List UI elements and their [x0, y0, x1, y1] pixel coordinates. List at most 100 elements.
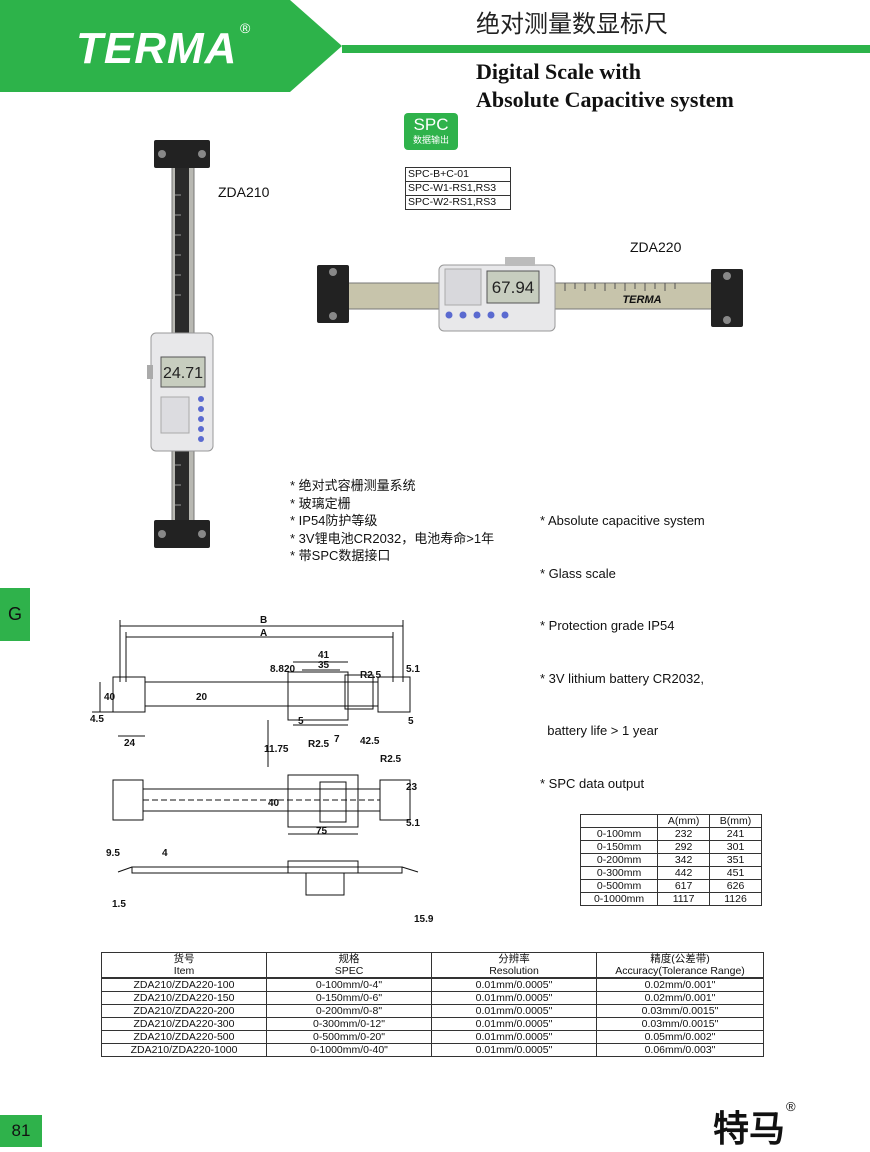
table-cell: 626 — [709, 879, 762, 893]
title-line-1: Digital Scale with — [476, 59, 641, 84]
zda210-product-image: 24.71 — [147, 140, 214, 548]
dim-label: R2.5 — [380, 754, 402, 765]
page-title-cn: 绝对测量数显标尺 — [476, 10, 668, 38]
table-cell: 0.01mm/0.0005" — [431, 1004, 597, 1018]
table-cell: ZDA210/ZDA220-500 — [101, 1030, 267, 1044]
table-cell: 0.02mm/0.001" — [596, 991, 764, 1005]
zda220-product-image: TERMA 67.94 — [317, 257, 743, 332]
table-cell: ZDA210/ZDA220-100 — [101, 977, 267, 992]
dim-label: 24 — [124, 738, 136, 749]
header-cn: 规格 — [338, 953, 360, 965]
dim-label: R2.5 — [360, 670, 382, 681]
dim-label: 23 — [406, 782, 418, 793]
table-cell: 0-150mm — [579, 840, 659, 854]
feature-en: * SPC data output — [540, 775, 645, 791]
table-header-cell: A(mm) — [657, 814, 711, 828]
header-cn: 货号 — [173, 953, 195, 965]
zda210-display-value: 24.71 — [163, 365, 203, 382]
features-cn: * 绝对式容栅测量系统 * 玻璃定栅 * IP54防护等级 * 3V锂电池CR2… — [290, 477, 494, 565]
dim-label: R2.5 — [308, 739, 330, 750]
zda220-display-value: 67.94 — [492, 278, 535, 297]
dim-label: 5 — [408, 716, 414, 727]
table-cell: 0.03mm/0.0015" — [596, 1017, 764, 1031]
dim-label: A — [260, 628, 267, 639]
table-cell: 442 — [657, 866, 711, 880]
zda220-label: ZDA220 — [630, 239, 682, 255]
table-header-cell: B(mm) — [709, 814, 762, 828]
feature-en: * Protection grade IP54 — [540, 618, 675, 633]
spc-item: SPC-W1-RS1,RS3 — [406, 182, 510, 196]
table-cell: 1126 — [709, 892, 762, 906]
zda210-label: ZDA210 — [218, 184, 270, 200]
dim-label: 42.5 — [360, 736, 380, 747]
feature-en: * 3V lithium battery CR2032, — [540, 670, 705, 686]
dim-label: 8.8 — [270, 664, 284, 675]
feature-en: battery life > 1 year — [540, 723, 659, 738]
dim-label: 5.1 — [406, 664, 420, 675]
feature-en: * Absolute capacitive system — [540, 513, 705, 528]
feature-cn: * 绝对式容栅测量系统 — [290, 478, 416, 493]
table-cell: 0-200mm — [579, 853, 659, 867]
header-en: Resolution — [489, 965, 539, 977]
table-cell: 232 — [657, 827, 711, 841]
table-cell: 0-300mm/0-12" — [266, 1017, 432, 1031]
feature-cn: * 玻璃定栅 — [290, 495, 351, 511]
spc-item: SPC-W2-RS1,RS3 — [408, 196, 497, 208]
dim-label: 5.1 — [406, 818, 420, 829]
header-en: Item — [173, 965, 195, 977]
table-cell: 0.05mm/0.002" — [596, 1030, 764, 1044]
scale-brand: TERMA — [622, 294, 661, 306]
table-cell: 292 — [657, 840, 711, 854]
spc-item: SPC-B+C-01 — [406, 168, 510, 182]
table-cell: ZDA210/ZDA220-200 — [101, 1004, 267, 1018]
table-header-row: A(mm) B(mm) — [579, 814, 762, 828]
header-cn: 分辨率 — [498, 953, 530, 965]
table-cell: 0.01mm/0.0005" — [431, 1043, 597, 1057]
dim-label: 40 — [104, 692, 116, 703]
table-cell: 0.01mm/0.0005" — [431, 1030, 597, 1044]
table-cell: 0.06mm/0.003" — [596, 1043, 764, 1057]
table-cell: 0-1000mm/0-40" — [266, 1043, 432, 1057]
dim-label: 35 — [318, 660, 330, 671]
logo-reg-mark: ® — [240, 20, 251, 36]
page-number: 81 — [0, 1115, 42, 1147]
table-cell: 451 — [709, 866, 762, 880]
table-cell: 1117 — [657, 892, 711, 906]
table-cell: ZDA210/ZDA220-1000 — [101, 1043, 267, 1057]
table-cell: 0.01mm/0.0005" — [431, 1017, 597, 1031]
table-cell: 617 — [657, 879, 711, 893]
table-cell: 0.01mm/0.0005" — [431, 991, 597, 1005]
table-header-cell: 精度(公差带)Accuracy(Tolerance Range) — [596, 952, 764, 979]
dim-label: 9.5 — [106, 848, 120, 859]
title-line-2: Absolute Capacitive system — [476, 87, 734, 112]
spc-badge: SPC 数据输出 — [404, 113, 458, 150]
table-cell: 0-500mm/0-20" — [266, 1030, 432, 1044]
spc-cable-list: SPC-B+C-01 SPC-W1-RS1,RS3 SPC-W2-RS1,RS3 — [405, 167, 511, 210]
features-en: * Absolute capacitive system * Glass sca… — [540, 477, 705, 810]
page-title-en: Digital Scale with Absolute Capacitive s… — [476, 58, 734, 114]
table-cell: 0-100mm/0-4" — [266, 977, 432, 992]
table-cell: 0-500mm — [579, 879, 659, 893]
header-en: Accuracy(Tolerance Range) — [615, 965, 745, 977]
table-cell: 241 — [709, 827, 762, 841]
table-cell: ZDA210/ZDA220-150 — [101, 991, 267, 1005]
table-cell: ZDA210/ZDA220-300 — [101, 1017, 267, 1031]
dim-label: 7 — [334, 734, 340, 745]
footer-brand-cn: 特马 — [713, 1109, 786, 1150]
spc-badge-sub: 数据输出 — [412, 135, 449, 145]
table-cell: 0-1000mm — [579, 892, 659, 906]
dim-label: 4.5 — [90, 714, 104, 725]
